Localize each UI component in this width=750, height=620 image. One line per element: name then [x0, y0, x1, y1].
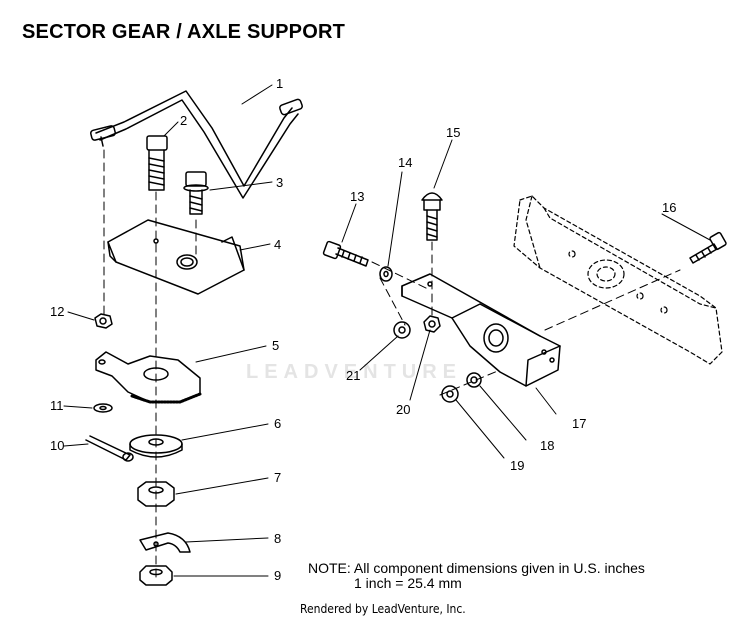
- callout-17: 17: [572, 416, 586, 431]
- callout-18: 18: [540, 438, 554, 453]
- part-bolt-3: [183, 171, 209, 215]
- callout-4: 4: [274, 237, 281, 252]
- part-nut-9: [139, 565, 173, 586]
- part-nut-12: [94, 313, 113, 329]
- part-sector-gear: [95, 351, 202, 404]
- note-line-2: 1 inch = 25.4 mm: [354, 575, 462, 591]
- callout-20: 20: [396, 402, 410, 417]
- part-carriage-bolt-15: [421, 192, 443, 241]
- callout-9: 9: [274, 568, 281, 583]
- callout-12: 12: [50, 304, 64, 319]
- callout-8: 8: [274, 531, 281, 546]
- note-line-1: NOTE: All component dimensions given in …: [308, 560, 645, 576]
- callout-19: 19: [510, 458, 524, 473]
- part-washer-18: [466, 372, 482, 388]
- part-axle-support: [401, 273, 561, 387]
- callout-21: 21: [346, 368, 360, 383]
- part-steering-rod: [90, 90, 303, 199]
- callout-6: 6: [274, 416, 281, 431]
- callout-11: 11: [50, 398, 64, 413]
- callout-numbers: 1 2 3 4 5 6 7 8 9 10 11 12 13 14 15 16 1…: [50, 76, 676, 583]
- part-bolt-16: [689, 231, 727, 264]
- leader-lines: [63, 84, 711, 577]
- part-front-axle: [513, 195, 723, 365]
- part-washer-6: [129, 434, 183, 458]
- callout-3: 3: [276, 175, 283, 190]
- part-nut-19: [441, 385, 459, 403]
- part-nut-7: [137, 481, 175, 507]
- part-bolt-2: [146, 135, 168, 191]
- part-bracket: [107, 219, 245, 295]
- dimension-note: NOTE: All component dimensions given in …: [308, 561, 645, 591]
- part-cotter-pin: [85, 435, 134, 462]
- part-nut-20: [423, 315, 441, 333]
- callout-10: 10: [50, 438, 64, 453]
- page-title: SECTOR GEAR / AXLE SUPPORT: [22, 21, 346, 43]
- footer-credit: Rendered by LeadVenture, Inc.: [300, 602, 466, 616]
- callout-13: 13: [350, 189, 364, 204]
- callout-7: 7: [274, 470, 281, 485]
- part-washer-11: [93, 403, 113, 413]
- part-washer-14: [379, 266, 393, 282]
- watermark-text: LEADVENTURE: [246, 361, 463, 383]
- callout-14: 14: [398, 155, 412, 170]
- callout-16: 16: [662, 200, 676, 215]
- callout-2: 2: [180, 113, 187, 128]
- callout-5: 5: [272, 338, 279, 353]
- part-nut-21: [393, 321, 411, 339]
- part-clip-8: [139, 532, 191, 553]
- part-bolt-13: [322, 240, 369, 267]
- callout-15: 15: [446, 125, 460, 140]
- callout-1: 1: [276, 76, 283, 91]
